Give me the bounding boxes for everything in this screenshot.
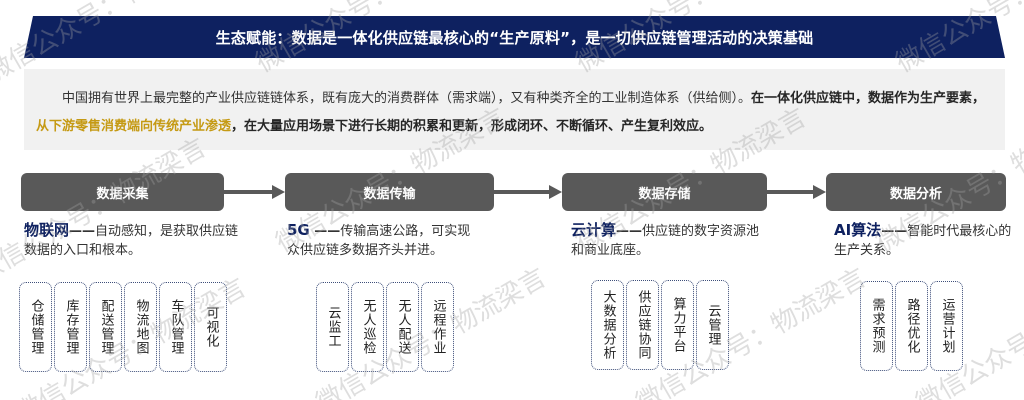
application-box: 配送管理: [89, 282, 122, 372]
application-list-storage: 大数据分析 供应链协同 算力平台 云管理: [591, 280, 729, 372]
application-box: 物流地图: [124, 282, 157, 372]
flow-arrow-icon: [494, 185, 562, 199]
application-box: 库存管理: [54, 282, 87, 372]
flow-arrow-icon: [767, 185, 826, 199]
intro-text-bold: 在一体化供应链中，数据作为生产要素，: [751, 91, 986, 106]
application-box: 路径优化: [895, 281, 928, 371]
stage-label: 数据分析: [889, 186, 942, 202]
stage-description: 5G ——传输高速公路，可实现众供应链多数据齐头并进。: [287, 221, 482, 260]
application-box: 可视化: [194, 282, 227, 372]
application-box: 无人配送: [386, 282, 419, 372]
application-box: 需求预测: [860, 281, 893, 371]
flow-arrow-icon: [224, 185, 285, 199]
application-box: 算力平台: [661, 280, 694, 370]
tech-keyword: 物联网: [24, 221, 70, 239]
application-list-collection: 仓储管理 库存管理 配送管理 物流地图 车队管理 可视化: [19, 282, 227, 374]
dash: ——: [309, 224, 341, 239]
dash: ——: [616, 224, 643, 239]
stage-description: 云计算——供应链的数字资源池和商业底座。: [571, 221, 771, 260]
stage-data-analysis: 数据分析: [826, 173, 1006, 211]
application-box: 远程作业: [421, 282, 454, 372]
application-box: 仓储管理: [19, 282, 52, 372]
intro-text-highlight: 从下游零售消费端向传统产业渗透: [36, 119, 232, 134]
tech-keyword: AI算法: [834, 221, 882, 239]
stage-description: AI算法——智能时代最核心的生产关系。: [834, 221, 1014, 260]
description-text: 智能时代最核心的生产关系。: [834, 224, 1012, 258]
description-text: 供应链的数字资源池和商业底座。: [571, 224, 760, 258]
page-title: 生态赋能：数据是一体化供应链最核心的“生产原料”，是一切供应链管理活动的决策基础: [215, 28, 814, 47]
application-list-analysis: 需求预测 路径优化 运营计划: [860, 281, 963, 373]
stage-label: 数据存储: [638, 186, 691, 202]
header-banner: 生态赋能：数据是一体化供应链最核心的“生产原料”，是一切供应链管理活动的决策基础: [24, 16, 1005, 58]
stage-label: 数据传输: [363, 186, 416, 202]
stage-data-transmission: 数据传输: [285, 173, 494, 211]
stage-data-storage: 数据存储: [562, 173, 767, 211]
dash: ——: [69, 224, 96, 239]
application-box: 大数据分析: [591, 280, 624, 370]
application-list-transmission: 云监工 无人巡检 无人配送 远程作业: [316, 282, 454, 374]
tech-keyword: 5G: [287, 221, 310, 239]
application-box: 无人巡检: [351, 282, 384, 372]
description-text: 传输高速公路，可实现众供应链多数据齐头并进。: [287, 224, 471, 258]
stage-description: 物联网——自动感知，是获取供应链数据的入口和根本。: [24, 221, 239, 260]
application-box: 云监工: [316, 282, 349, 372]
application-box: 供应链协同: [626, 280, 659, 370]
intro-text-bold-end: ，在大量应用场景下进行长期的积累和更新，形成闭环、不断循环、产生复利效应。: [231, 119, 713, 134]
dash: ——: [881, 224, 908, 239]
intro-text-normal: 中国拥有世界上最完整的产业供应链链体系，既有庞大的消费群体（需求端），又有种类齐…: [62, 91, 752, 106]
description-text: 自动感知，是获取供应链数据的入口和根本。: [24, 224, 239, 258]
stage-data-collection: 数据采集: [21, 173, 224, 211]
application-box: 云管理: [696, 280, 729, 370]
application-box: 车队管理: [159, 282, 192, 372]
application-box: 运营计划: [930, 281, 963, 371]
intro-panel: 中国拥有世界上最完整的产业供应链链体系，既有庞大的消费群体（需求端），又有种类齐…: [24, 69, 1005, 150]
stage-label: 数据采集: [96, 186, 149, 202]
tech-keyword: 云计算: [571, 221, 617, 239]
